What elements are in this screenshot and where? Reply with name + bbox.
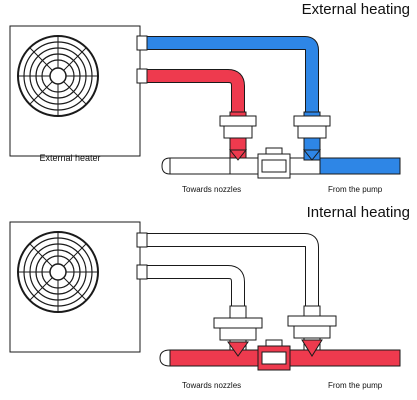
label-from-pump: From the pump [328,381,383,390]
scenario-title: External heating [302,1,410,18]
connector-upper [136,35,148,51]
pipe-inlet-lower [140,69,245,118]
valve-left [219,111,257,161]
scenario-external-heating: External heating External heater [9,1,410,194]
label-from-pump: From the pump [328,185,383,194]
valve-right [293,111,331,161]
label-towards-nozzles: Towards nozzles [182,185,241,194]
connector-lower [136,264,148,280]
bypass-valve [257,147,291,179]
scenario-internal-heating: Internal heating [9,204,410,390]
pipe-inlet-lower [140,265,245,312]
connector-upper [136,232,148,248]
label-towards-nozzles: Towards nozzles [182,381,241,390]
pipe-outlet-upper [140,36,319,118]
scenario-title: Internal heating [307,204,410,221]
valve-left [213,305,263,357]
heater-unit-icon [9,25,141,157]
heater-unit-icon [9,221,141,353]
connector-lower [136,68,148,84]
heater-label: External heater [39,153,100,163]
pipe-outlet-upper [140,233,319,312]
valve-right [287,305,337,357]
bypass-valve [257,339,291,371]
